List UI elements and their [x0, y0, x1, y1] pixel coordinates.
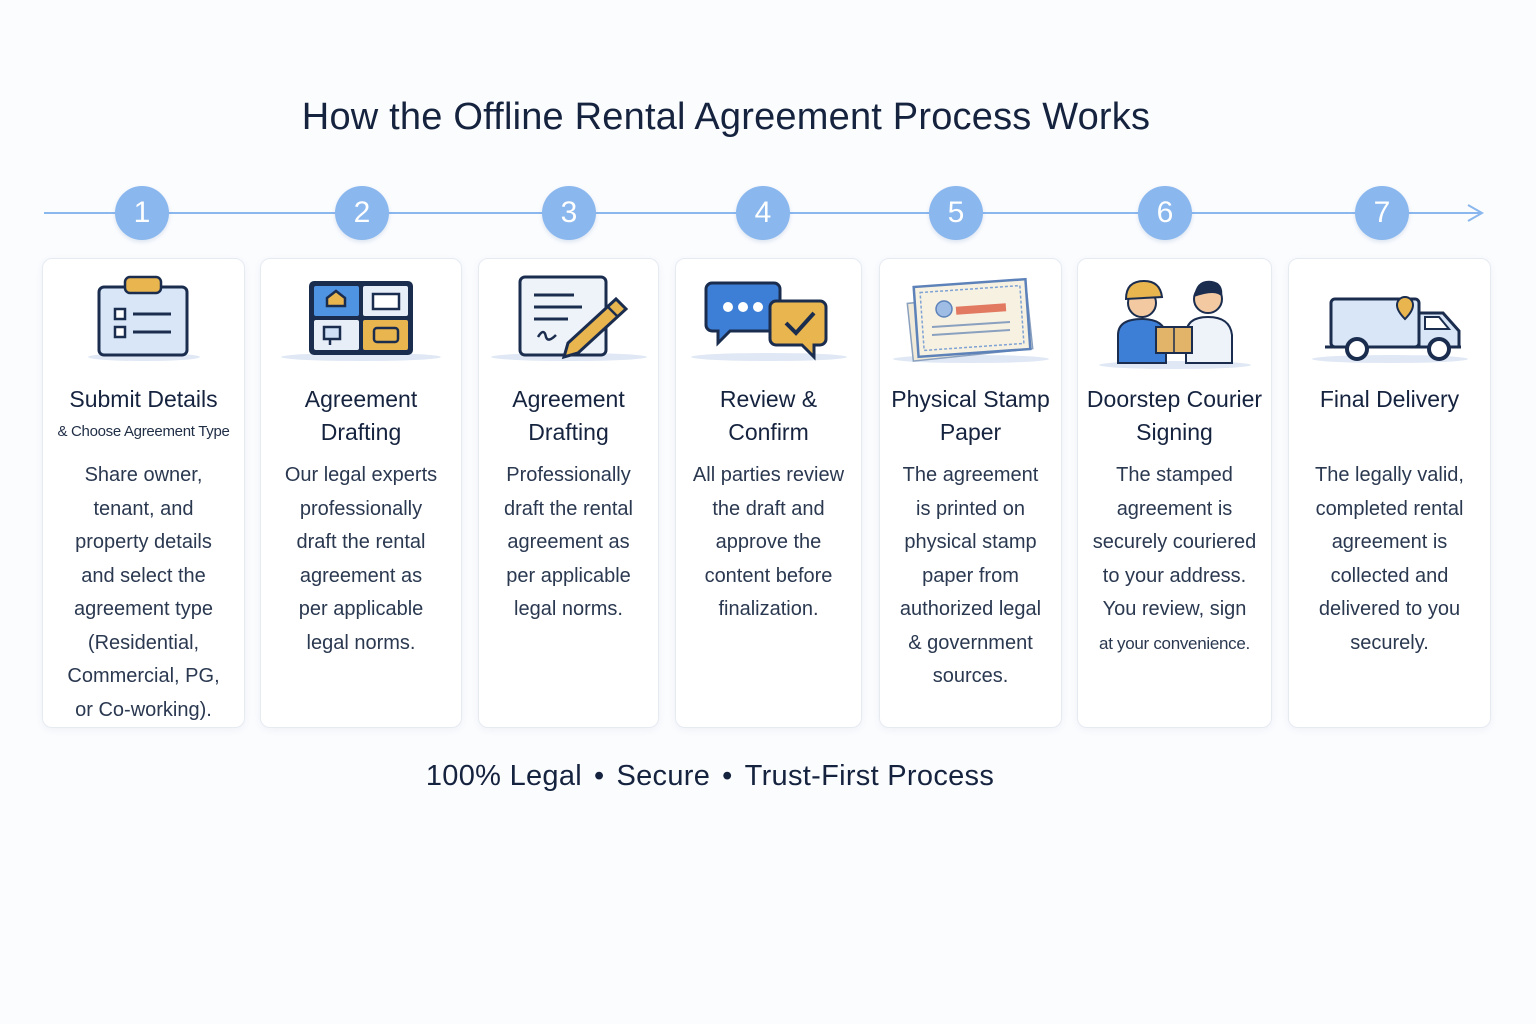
step-description: The legally valid,completed rental agree… — [1315, 464, 1464, 654]
timeline-arrow-icon — [1467, 204, 1485, 222]
step-card-7: Final Delivery The legally valid,complet… — [1288, 258, 1491, 728]
document-pen-icon — [479, 269, 658, 379]
step-description: Share owner,tenant, and property details… — [67, 464, 220, 721]
chat-bubbles-check-icon — [676, 269, 861, 379]
step-subtitle: & Choose Agreement Type — [57, 423, 230, 440]
trust-tagline: 100% Legal•Secure•Trust-First Process — [425, 760, 995, 792]
step-timeline: 1 2 3 4 5 6 7 — [0, 186, 1536, 242]
step-title: Final Delivery — [1319, 386, 1460, 412]
page-title: How the Offline Rental Agreement Process… — [301, 96, 1151, 138]
step-title: Submit Details — [69, 386, 218, 412]
delivery-truck-icon — [1289, 269, 1490, 379]
courier-handover-icon — [1078, 269, 1271, 379]
clipboard-checklist-icon — [43, 269, 244, 379]
step-title: Review &Confirm — [719, 386, 818, 445]
step-badge-3: 3 — [542, 186, 596, 240]
step-badge-1: 1 — [115, 186, 169, 240]
step-badge-4: 4 — [736, 186, 790, 240]
step-badge-2: 2 — [335, 186, 389, 240]
step-badge-6: 6 — [1138, 186, 1192, 240]
stamp-paper-icon — [880, 269, 1061, 379]
step-badge-5: 5 — [929, 186, 983, 240]
property-types-grid-icon — [261, 269, 461, 379]
step-card-1: Submit Details & Choose Agreement Type S… — [42, 258, 245, 728]
step-badge-7: 7 — [1355, 186, 1409, 240]
